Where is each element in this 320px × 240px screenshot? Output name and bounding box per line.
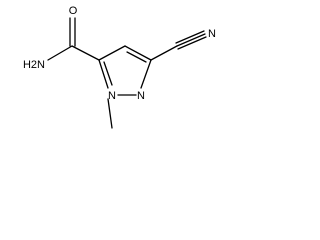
atom-label-amide-nitrogen: H2N <box>23 59 45 71</box>
bond-n1-methyl <box>107 98 113 129</box>
atom-label-n2: N <box>137 90 145 102</box>
bond-n1-c5 <box>98 59 109 89</box>
atom-label-carbonyl-oxygen: O <box>69 5 78 17</box>
bond-c4-c3 <box>124 45 152 61</box>
bond-c3-nitrile-carbon <box>150 45 178 61</box>
bond-c5-carbonyl <box>71 45 100 61</box>
structure-diagram: O H2N N N N <box>23 5 216 129</box>
bond-nitrile-1 <box>175 30 205 44</box>
atom-label-n1: N <box>108 90 116 102</box>
bond-nitrile-2 <box>176 33 206 47</box>
bond-nitrile-3 <box>177 36 207 50</box>
bond-c3-n2 <box>140 59 152 89</box>
bond-n1-c5-inner <box>103 61 113 86</box>
bond-carbonyl-nh2 <box>47 45 73 61</box>
atom-label-nitrile-nitrogen: N <box>208 28 216 40</box>
bond-c5-c4 <box>98 45 126 61</box>
bond-c4-c3-inner <box>126 51 147 63</box>
